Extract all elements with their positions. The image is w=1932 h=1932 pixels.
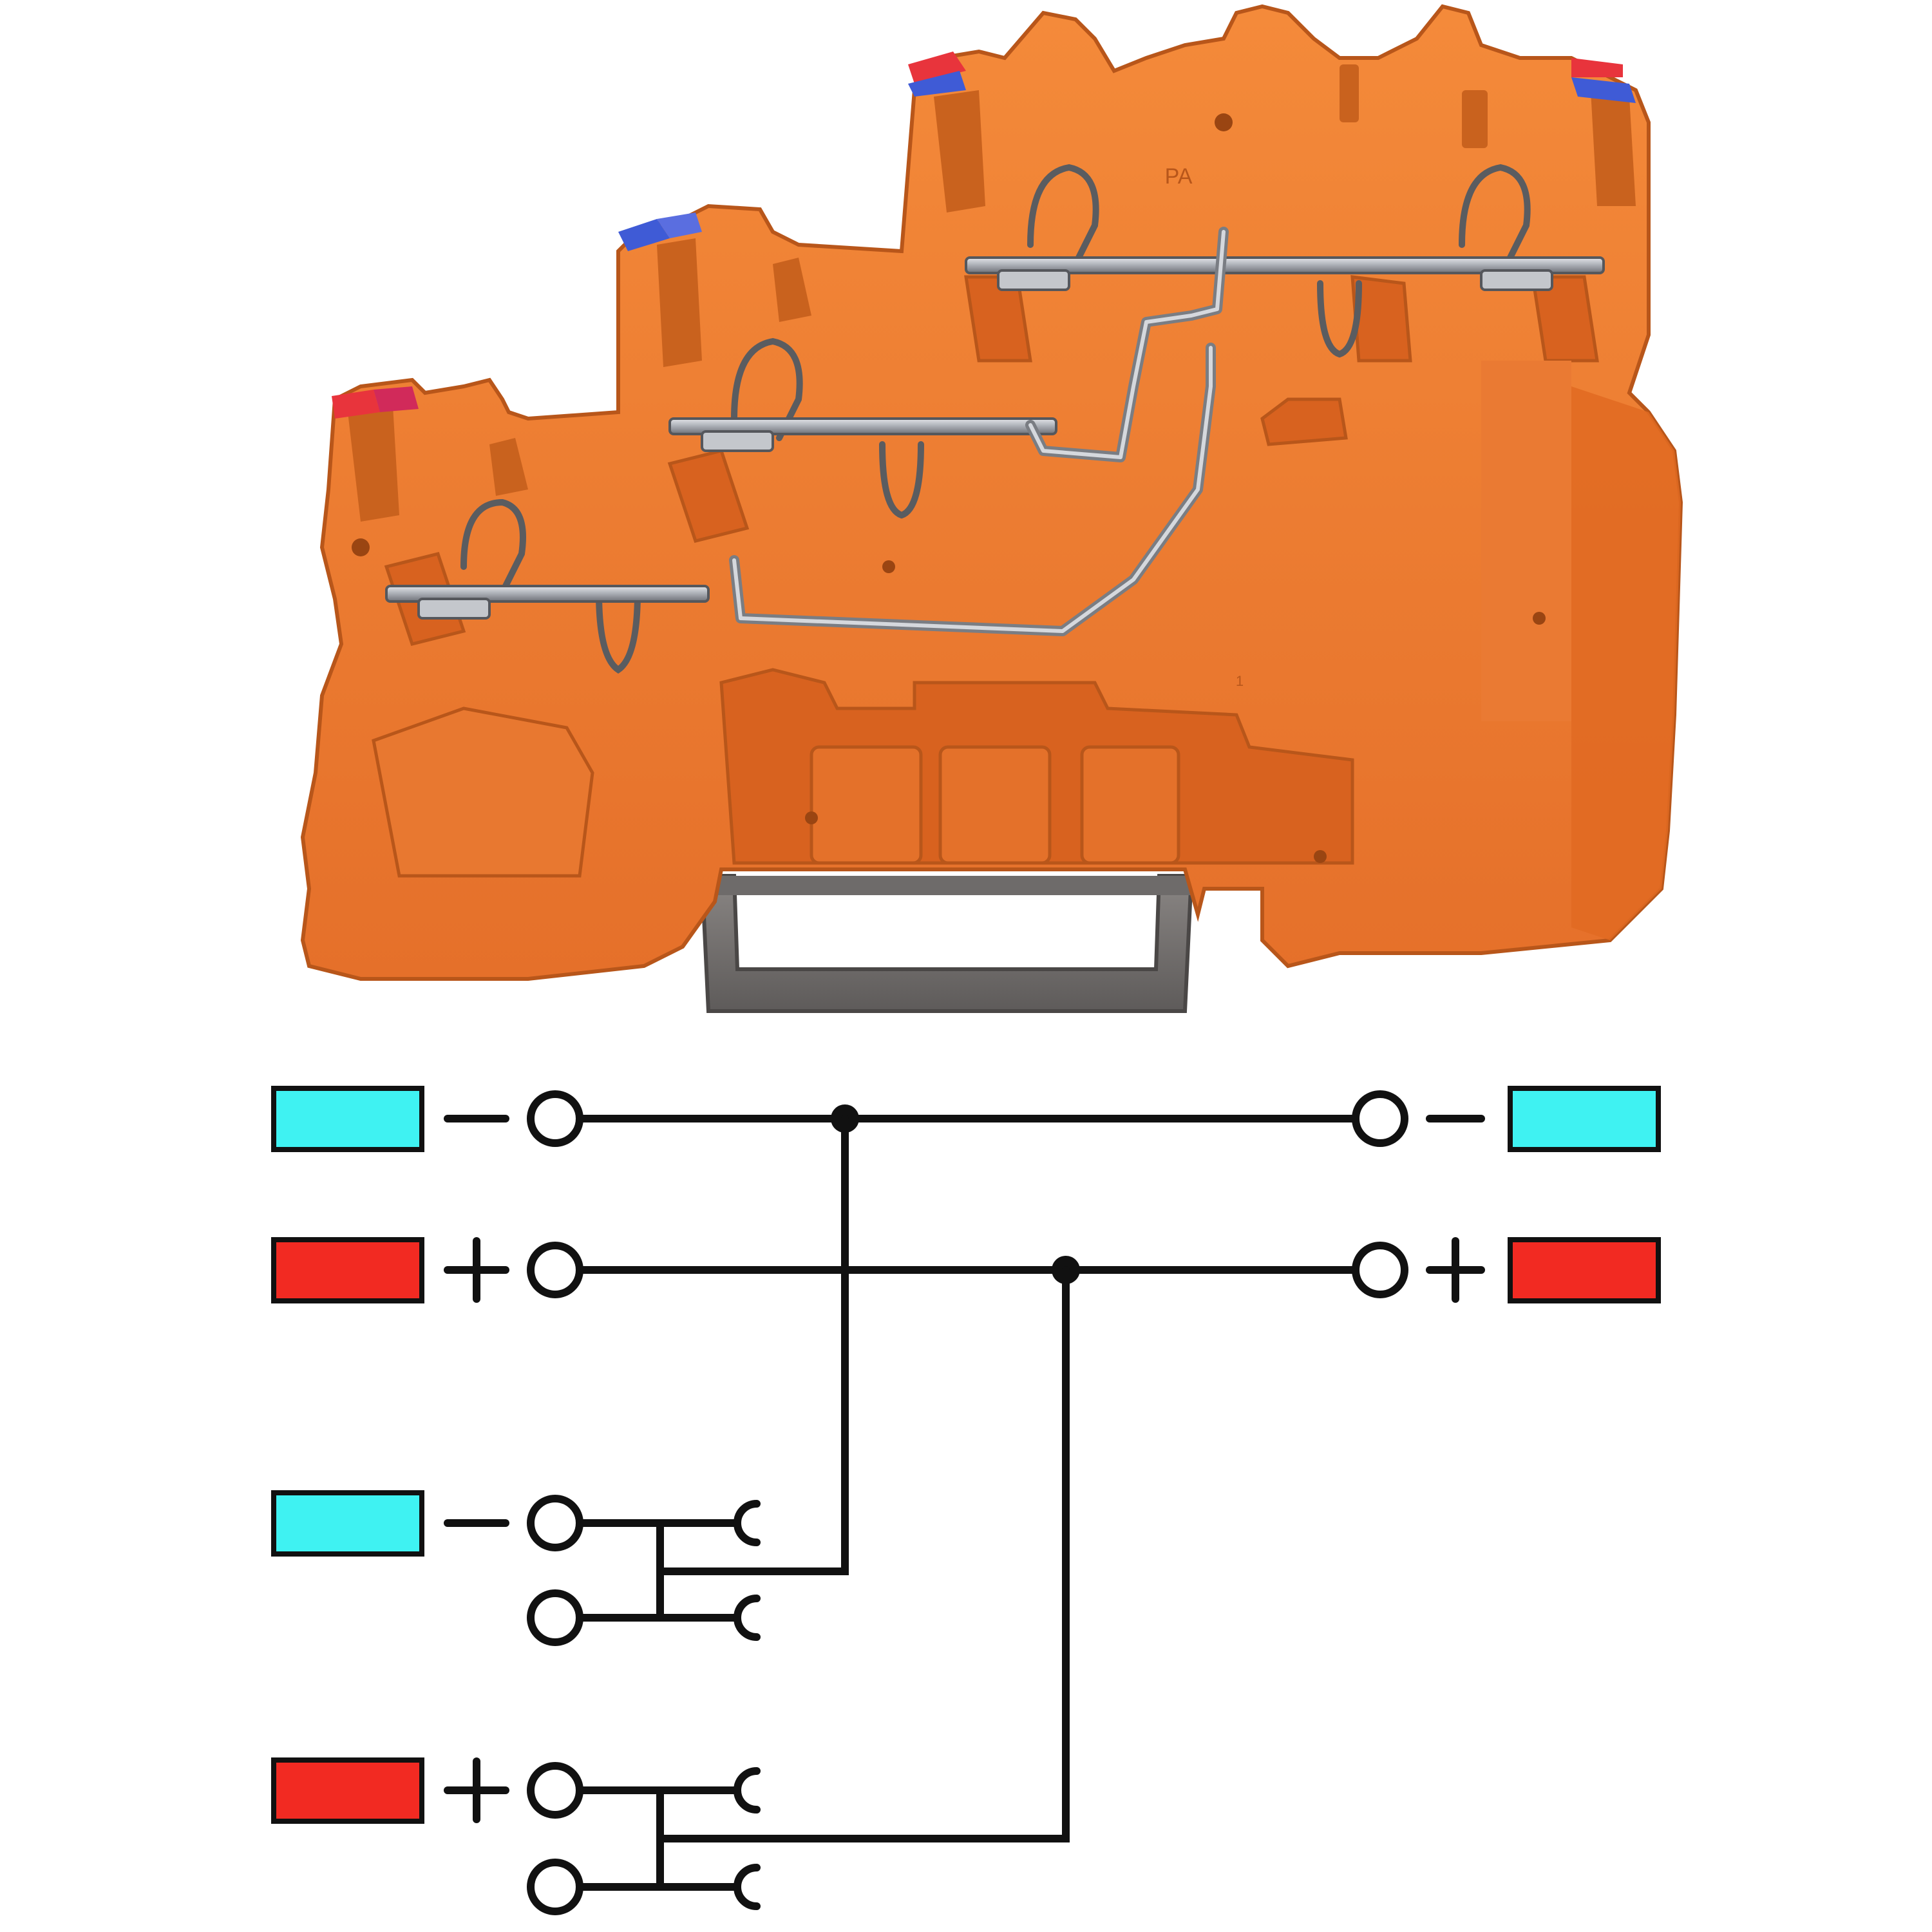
housing-holes [352, 113, 1546, 863]
clamp-upper-2 [1317, 280, 1362, 358]
pa-marking: PA [1165, 164, 1193, 189]
row-bottom-negative [271, 1490, 761, 1646]
busbars [385, 256, 1605, 620]
marker-red-lower [332, 390, 380, 419]
plug-contact [734, 1767, 761, 1814]
terminal-circle [527, 1762, 583, 1819]
din-rail [696, 874, 1204, 1013]
terminal-circle [527, 1589, 583, 1646]
plug-contact [734, 1595, 761, 1641]
terminal-block-illustration: PA 1 [300, 4, 1683, 1013]
housing-body [300, 4, 1683, 981]
color-swatch-negative [1508, 1086, 1661, 1152]
wiring-diagram [271, 1086, 1661, 1915]
marker-red-top-left [908, 52, 966, 84]
clamp-middle-2 [879, 441, 924, 519]
color-swatch-negative [271, 1490, 424, 1557]
color-swatch-positive [271, 1757, 424, 1824]
clamp-upper-1 [1027, 164, 1099, 267]
marker-red-top-right [1571, 58, 1623, 77]
row-top-positive [271, 1237, 1661, 1303]
busbar-upper [965, 256, 1605, 274]
positive-drop-line [656, 1266, 1070, 1842]
plug-contact [734, 1864, 761, 1910]
plug-contact [734, 1500, 761, 1546]
housing-side [1571, 386, 1681, 940]
polarity-markers [332, 52, 1636, 419]
row-bottom-positive [271, 1757, 761, 1915]
negative-drop-line [656, 1115, 849, 1575]
color-swatch-negative [271, 1086, 424, 1152]
terminal-circle [1352, 1242, 1408, 1298]
terminal-circle [527, 1495, 583, 1551]
clamp-middle-1 [731, 337, 803, 441]
clamp-upper-3 [1459, 164, 1531, 267]
color-swatch-positive [1508, 1237, 1661, 1303]
position-number: 1 [1236, 673, 1244, 689]
release-slots [348, 64, 1636, 522]
marker-blue-middle [618, 219, 670, 251]
clamp-lower-1 [460, 498, 526, 596]
terminal-circle [1352, 1090, 1408, 1147]
color-swatch-positive [271, 1237, 424, 1303]
clamp-lower-2 [596, 589, 641, 674]
housing-cutouts [372, 275, 1599, 878]
spring-clamps [460, 164, 1531, 674]
row-top-negative [271, 1086, 1661, 1152]
terminal-circle [527, 1242, 583, 1298]
terminal-circle [527, 1090, 583, 1147]
terminal-circle [527, 1859, 583, 1915]
bridge-wires [729, 227, 1229, 636]
